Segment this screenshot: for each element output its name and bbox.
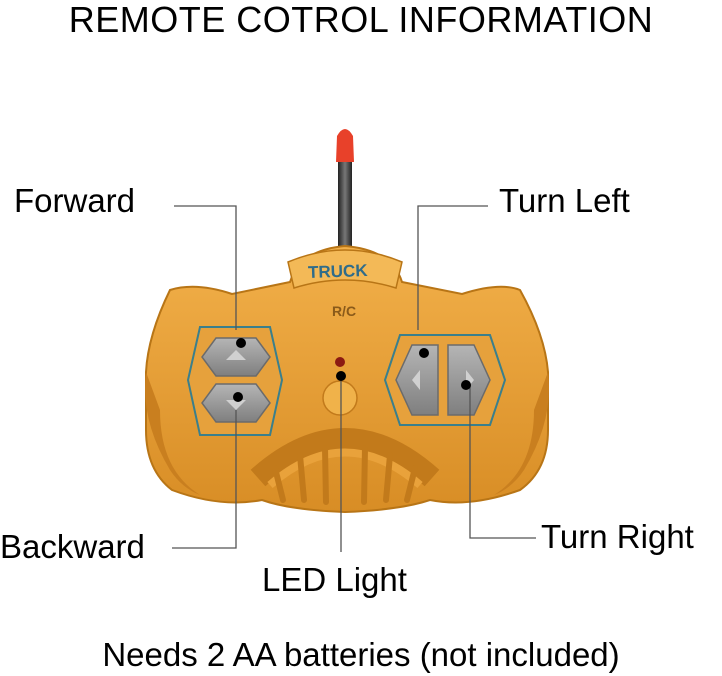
remote-body — [145, 244, 549, 514]
battery-note: Needs 2 AA batteries (not included) — [102, 636, 620, 673]
callout-dots — [233, 338, 471, 402]
center-knob — [322, 380, 358, 416]
chevron-up-icon — [226, 350, 246, 360]
forward-button[interactable] — [201, 337, 271, 377]
turn-left-button[interactable] — [395, 344, 439, 416]
page-title: REMOTE COTROL INFORMATION — [68, 0, 654, 40]
backward-label: Backward — [0, 528, 145, 565]
antenna — [336, 129, 354, 263]
turn-left-label: Turn Left — [499, 182, 630, 219]
led-light — [335, 357, 345, 367]
antenna-tip — [336, 129, 354, 162]
chevron-left-icon — [412, 370, 420, 390]
callout-lines — [172, 205, 536, 552]
forward-label: Forward — [14, 182, 136, 219]
led-light-label: LED Light — [262, 561, 407, 598]
turn-right-label: Turn Right — [541, 518, 694, 555]
brand-text: TRUCK — [308, 261, 369, 282]
chevron-down-icon — [226, 400, 246, 410]
backward-button[interactable] — [201, 383, 271, 423]
model-text: R/C — [332, 303, 356, 319]
